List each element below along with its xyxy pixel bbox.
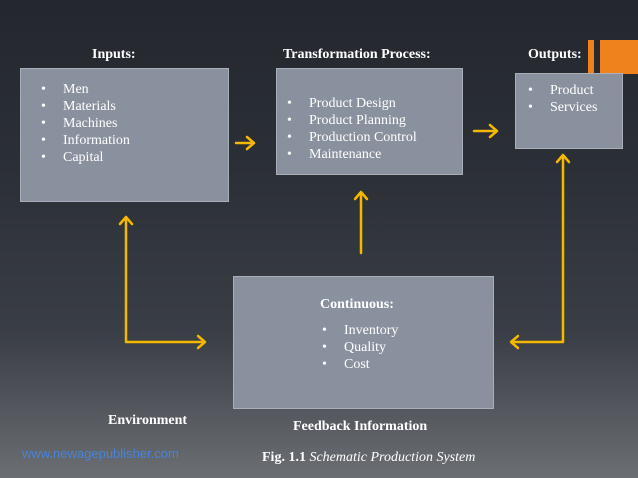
list-item: •Capital [41,150,104,165]
list-item: •Men [41,82,89,97]
arrow-continuous-to-transformation [353,190,369,255]
figure-number: Fig. 1.1 [262,450,306,465]
inputs-box: •Men •Materials •Machines •Information •… [20,68,229,202]
accent-bar-wide [600,40,638,74]
feedback-label: Feedback Information [293,419,428,434]
transformation-box: •Product Design •Product Planning •Produ… [276,68,463,175]
accent-bar-thin [588,40,594,74]
list-item: •Information [41,133,130,148]
list-item: •Quality [322,340,386,355]
inputs-heading: Inputs: [92,47,136,62]
list-item: •Maintenance [287,147,382,162]
list-item: •Product Design [287,96,396,111]
inputs-list: •Men •Materials •Machines •Information •… [41,81,130,166]
outputs-box: •Product •Services [515,73,623,149]
transformation-list: •Product Design •Product Planning •Produ… [287,95,417,163]
publisher-link[interactable]: www.newagepublisher.com [22,446,179,461]
continuous-box: Continuous: •Inventory •Quality •Cost [233,276,494,409]
list-item: •Product Planning [287,113,406,128]
list-item: •Cost [322,357,370,372]
arrow-transformation-to-outputs [472,123,499,139]
list-item: •Production Control [287,130,417,145]
figure-caption: Fig. 1.1 Schematic Production System [262,450,475,466]
continuous-heading: Continuous: [320,297,394,312]
environment-label: Environment [108,413,188,428]
list-item: •Materials [41,99,116,114]
outputs-heading: Outputs: [528,47,582,62]
arrow-environment-loop [118,215,207,350]
figure-title: Schematic Production System [309,450,476,465]
list-item: •Product [528,83,594,98]
continuous-list: •Inventory •Quality •Cost [322,322,398,373]
arrow-inputs-to-transformation [234,135,256,151]
outputs-list: •Product •Services [528,82,597,116]
transformation-heading: Transformation Process: [283,47,431,62]
list-item: •Inventory [322,323,399,338]
list-item: •Services [528,100,598,115]
arrow-feedback-loop [509,153,571,350]
list-item: •Machines [41,116,118,131]
